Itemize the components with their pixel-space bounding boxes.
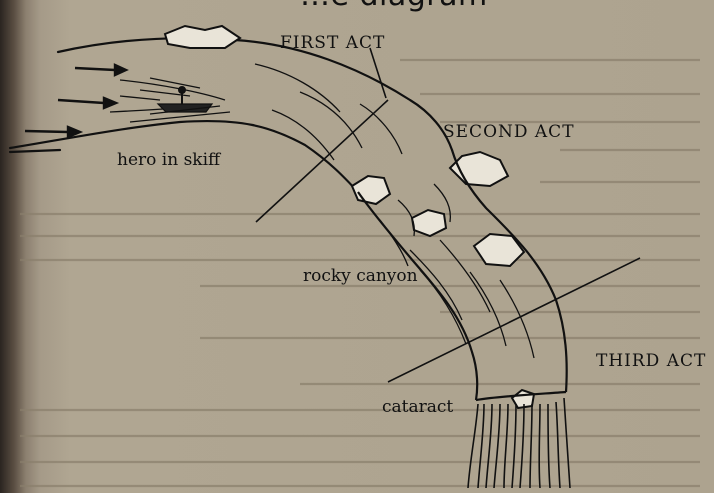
river-channel [10, 38, 452, 192]
label-third-act: THIRD ACT [596, 351, 706, 371]
label-cataract: cataract [382, 397, 453, 417]
boulder-icons [165, 26, 534, 408]
flow-arrows [25, 65, 126, 137]
first-act-pointer [370, 48, 386, 98]
boulder-icon [352, 176, 390, 204]
label-second-act: SECOND ACT [443, 122, 575, 142]
first-act-divider [256, 100, 388, 222]
label-rocky-canyon: rocky canyon [303, 266, 418, 286]
label-first-act: FIRST ACT [280, 33, 385, 53]
current-lines [110, 64, 402, 160]
skiff-icon [150, 87, 220, 115]
label-hero-in-skiff: hero in skiff [117, 150, 222, 170]
boulder-icon [165, 26, 240, 48]
